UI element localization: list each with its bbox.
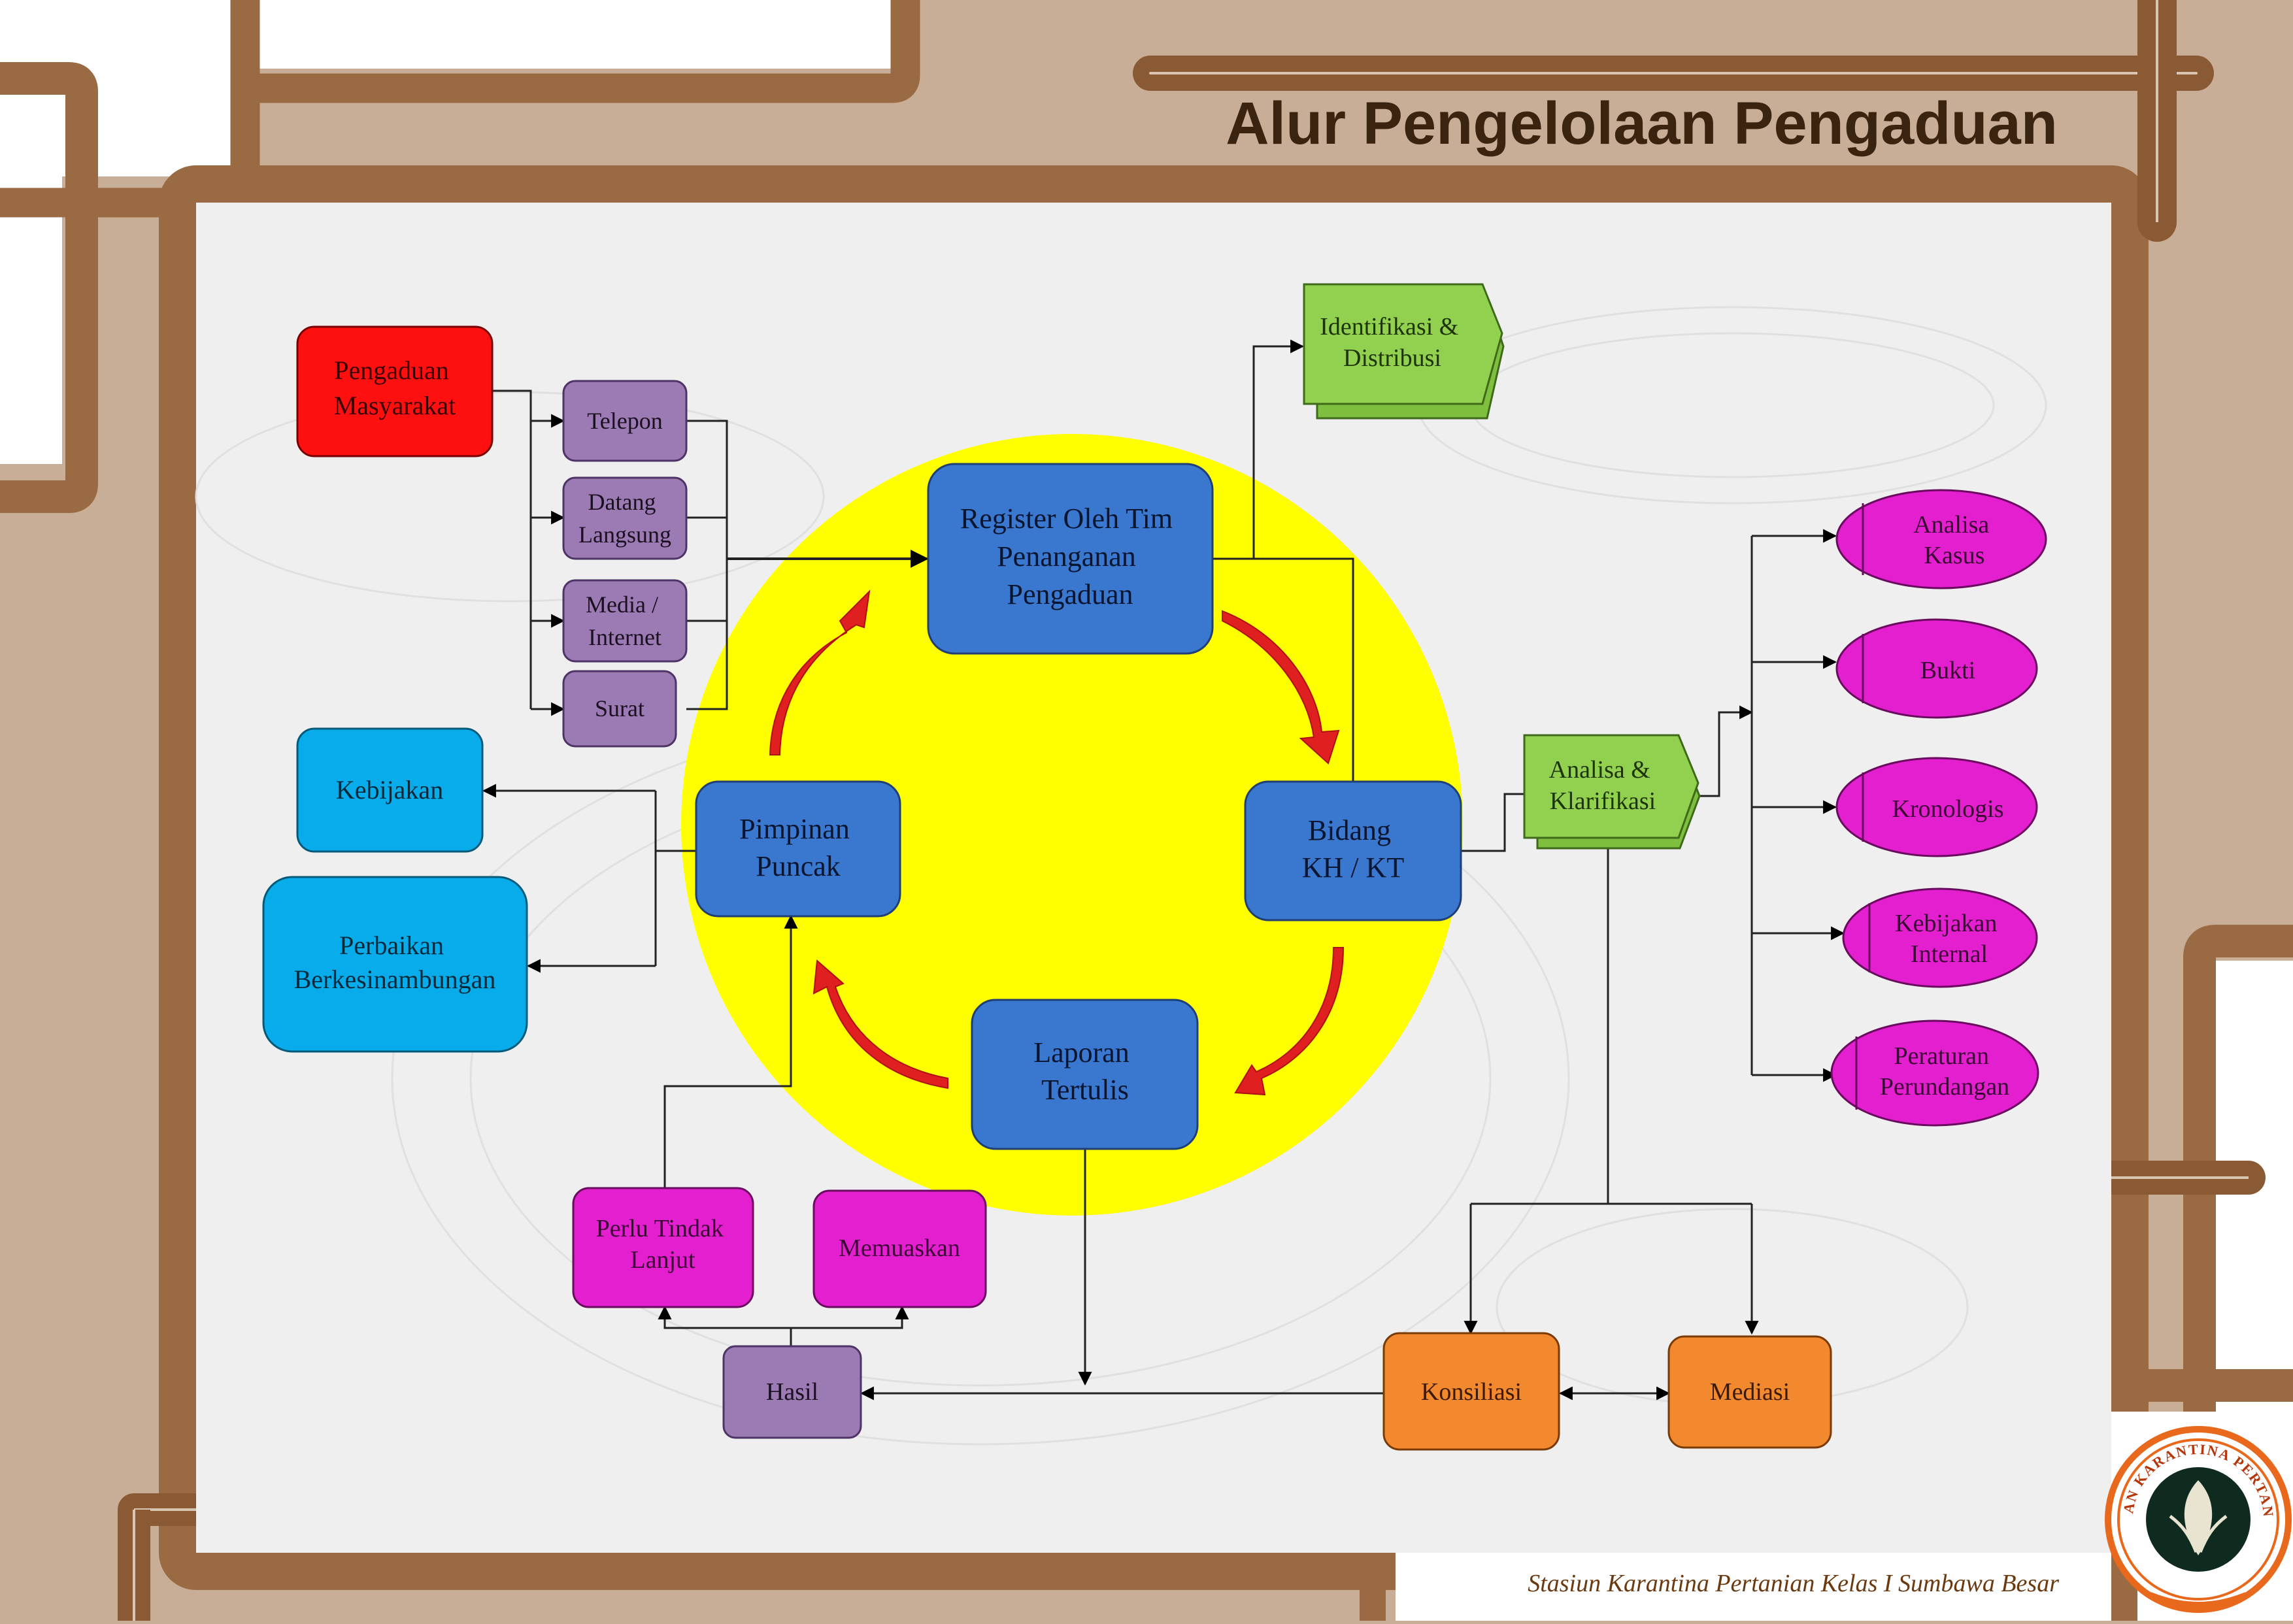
node-perbaikan-berkesinambungan: Perbaikan Berkesinambungan [262, 876, 528, 1053]
node-label: Bukti [1920, 657, 1975, 684]
node-register: Register Oleh Tim Penanganan Pengaduan [927, 463, 1214, 655]
node-label: Telepon [587, 408, 662, 434]
node-label: Memuaskan [839, 1235, 960, 1262]
svg-text:Analisa & Klarifikasi: Analisa & Klarifikasi [1549, 756, 1657, 815]
connectors [482, 339, 1845, 1400]
node-label: Bidang [1308, 814, 1391, 846]
node-label: Kebijakan [1895, 910, 1997, 937]
node-label: Konsiliasi [1421, 1378, 1522, 1406]
svg-text:Perlu Tindak Lanjut: Perlu Tindak Lanjut [596, 1215, 730, 1274]
node-label: Perundangan [1880, 1073, 2009, 1101]
node-label: Peraturan [1894, 1042, 1989, 1070]
node-memuaskan: Memuaskan [812, 1189, 987, 1308]
node-pengaduan-masyarakat: Pengaduan Masyarakat [296, 325, 494, 457]
node-label: Lanjut [630, 1246, 695, 1274]
node-identifikasi-distribusi: Identifikasi & Distribusi [1303, 283, 1505, 420]
cycle-arrow-pimpinan-to-register [769, 589, 871, 755]
svg-text:Pimpinan Puncak: Pimpinan Puncak [739, 813, 857, 882]
node-label: Identifikasi & [1320, 313, 1458, 340]
svg-text:Media / Internet: Media / Internet [586, 591, 664, 650]
node-label: Masyarakat [334, 391, 456, 420]
node-perlu-tindak-lanjut: Perlu Tindak Lanjut [572, 1187, 754, 1308]
node-pimpinan-puncak: Pimpinan Puncak [695, 780, 901, 918]
node-label: Distribusi [1343, 344, 1441, 372]
svg-text:Kebijakan Internal: Kebijakan Internal [1895, 910, 2003, 968]
node-label: Perbaikan [339, 931, 444, 960]
node-label: Penanganan [997, 540, 1136, 572]
svg-text:Peraturan Perundangan: Peraturan Perundangan [1880, 1042, 2009, 1101]
svg-text:Identifikasi & Distribus: Identifikasi & Distribusi [1320, 313, 1465, 372]
node-label: Mediasi [1710, 1378, 1790, 1406]
node-konsiliasi: Konsiliasi [1382, 1332, 1560, 1451]
node-label: Puncak [756, 850, 841, 882]
node-label: Kebijakan [336, 775, 443, 804]
node-label: Hasil [766, 1378, 818, 1406]
node-label: Langsung [578, 522, 671, 548]
node-label: Pengaduan [1007, 578, 1133, 610]
node-label: Berkesinambungan [294, 965, 496, 994]
svg-text:Analisa Kasus: Analisa Kasus [1913, 511, 1996, 569]
node-label: Surat [595, 695, 644, 721]
cycle-arrows [769, 589, 1345, 1096]
page-title: Alur Pengelolaan Pengaduan [1226, 90, 2058, 157]
node-label: Perlu Tindak [596, 1215, 724, 1242]
node-label: Kasus [1924, 542, 1985, 569]
node-label: KH / KT [1302, 852, 1405, 884]
node-bidang: Bidang KH / KT [1244, 780, 1462, 921]
node-surat: Surat [562, 670, 677, 748]
node-label: Pimpinan [739, 813, 850, 845]
node-hasil: Hasil [722, 1345, 862, 1439]
node-label: Internet [588, 624, 661, 650]
node-label: Datang [588, 489, 656, 515]
footer-institution: Stasiun Karantina Pertanian Kelas I Sumb… [1528, 1570, 2059, 1597]
node-peraturan-perundangan: Peraturan Perundangan [1830, 1019, 2039, 1127]
svg-text:Register Oleh Tim Penang: Register Oleh Tim Penanganan Pengaduan [960, 503, 1180, 610]
node-analisa-klarifikasi: Analisa & Klarifikasi [1523, 734, 1701, 850]
svg-text:Pengaduan Masyarakat: Pengaduan Masyarakat [334, 356, 456, 420]
node-label: Tertulis [1041, 1074, 1129, 1106]
node-label: Analisa & [1549, 756, 1650, 784]
node-laporan-tertulis: Laporan Tertulis [971, 999, 1199, 1150]
node-label: Klarifikasi [1550, 787, 1656, 815]
node-mediasi: Mediasi [1667, 1335, 1832, 1449]
svg-text:Bidang KH / KT: Bidang KH / KT [1302, 814, 1405, 884]
node-label: Kronologis [1892, 795, 2004, 823]
node-media-internet: Media / Internet [562, 579, 688, 663]
node-label: Pengaduan [334, 356, 449, 385]
node-analisa-kasus: Analisa Kasus [1835, 489, 2047, 589]
node-kronologis: Kronologis [1835, 757, 2038, 857]
node-kebijakan: Kebijakan [296, 727, 484, 853]
node-datang-langsung: Datang Langsung [562, 476, 688, 560]
node-kebijakan-internal: Kebijakan Internal [1842, 887, 2038, 988]
cycle-arrow-laporan-to-pimpinan [812, 959, 948, 1089]
cycle-arrow-bidang-to-laporan [1234, 947, 1345, 1096]
node-label: Laporan [1033, 1036, 1130, 1069]
node-bukti: Bukti [1835, 618, 2038, 719]
svg-text:Datang Langsung: Datang Langsung [578, 489, 671, 548]
svg-text:Laporan Tertulis: Laporan Tertulis [1033, 1036, 1137, 1106]
process-cycle-circle [681, 434, 1463, 1216]
node-label: Register Oleh Tim [960, 503, 1173, 535]
svg-text:Perbaikan Berkesinambung: Perbaikan Berkesinambungan [294, 931, 496, 994]
node-label: Analisa [1913, 511, 1989, 539]
node-label: Media / [586, 591, 658, 618]
node-label: Internal [1911, 940, 1988, 968]
cycle-arrow-register-to-bidang [1222, 610, 1340, 765]
node-telepon: Telepon [562, 380, 688, 462]
